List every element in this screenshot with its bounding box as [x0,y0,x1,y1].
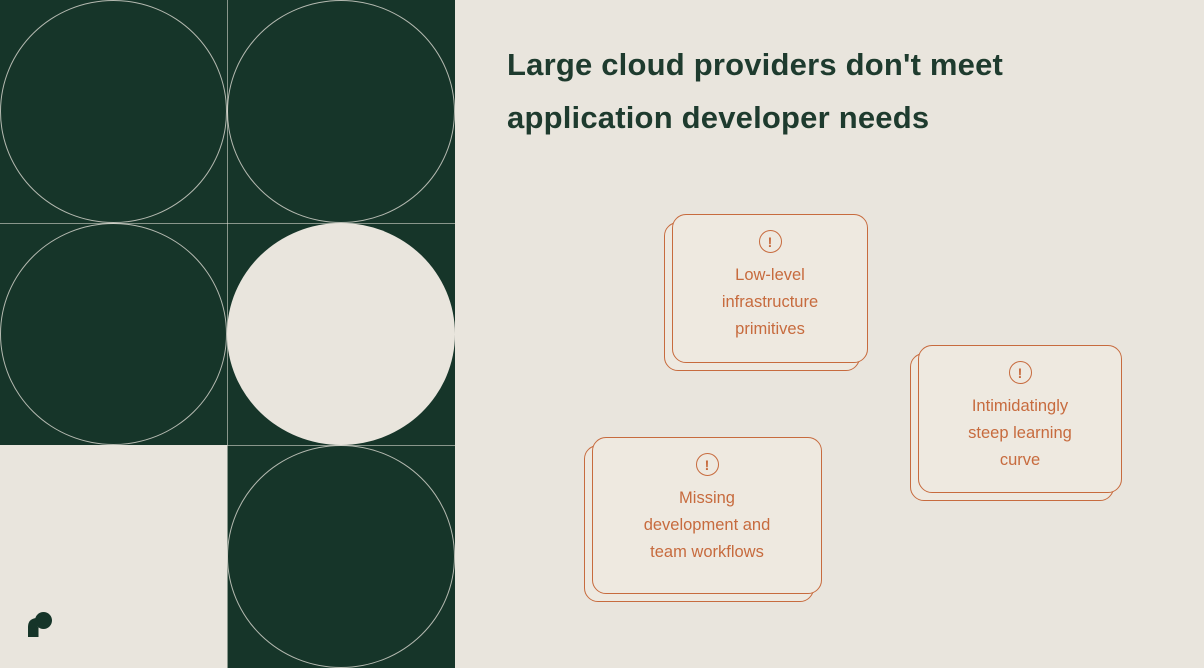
card: ! Missing development and team workflows [592,437,822,594]
circle-outline-icon [0,223,227,445]
grid-line [0,445,455,446]
grid-line [227,0,228,668]
card-label: Low-level infrastructure primitives [721,266,819,338]
brand-logo-icon [26,610,56,640]
title-line-1: Large cloud providers don't meet [507,47,1004,82]
alert-icon: ! [758,230,782,253]
title-line-2: application developer needs [507,100,930,135]
alert-glyph: ! [704,456,710,473]
pattern-cell [227,223,455,445]
pattern-cell [227,0,455,223]
card-steep-learning-curve: ! Intimidatingly steep learning curve [910,345,1122,501]
alert-glyph: ! [1017,364,1023,381]
card-low-level-primitives: ! Low-level infrastructure primitives [664,214,868,371]
circle-filled-icon [227,223,455,445]
card-missing-workflows: ! Missing development and team workflows [584,437,822,602]
alert-icon: ! [1008,361,1032,384]
circle-outline-icon [0,0,227,223]
circle-outline-icon [227,0,455,223]
card: ! Low-level infrastructure primitives [672,214,868,363]
page-title: Large cloud providers don't meet applica… [507,38,1147,144]
card-label: Missing development and team workflows [643,489,771,561]
alert-icon: ! [695,453,719,476]
pattern-cell [0,223,227,445]
grid-line [0,223,455,224]
card: ! Intimidatingly steep learning curve [918,345,1122,493]
pattern-cell [227,445,455,668]
alert-glyph: ! [767,233,773,250]
pattern-cell [0,0,227,223]
circle-outline-icon [227,445,455,668]
card-label: Intimidatingly steep learning curve [968,397,1072,469]
decorative-pattern [0,0,455,668]
